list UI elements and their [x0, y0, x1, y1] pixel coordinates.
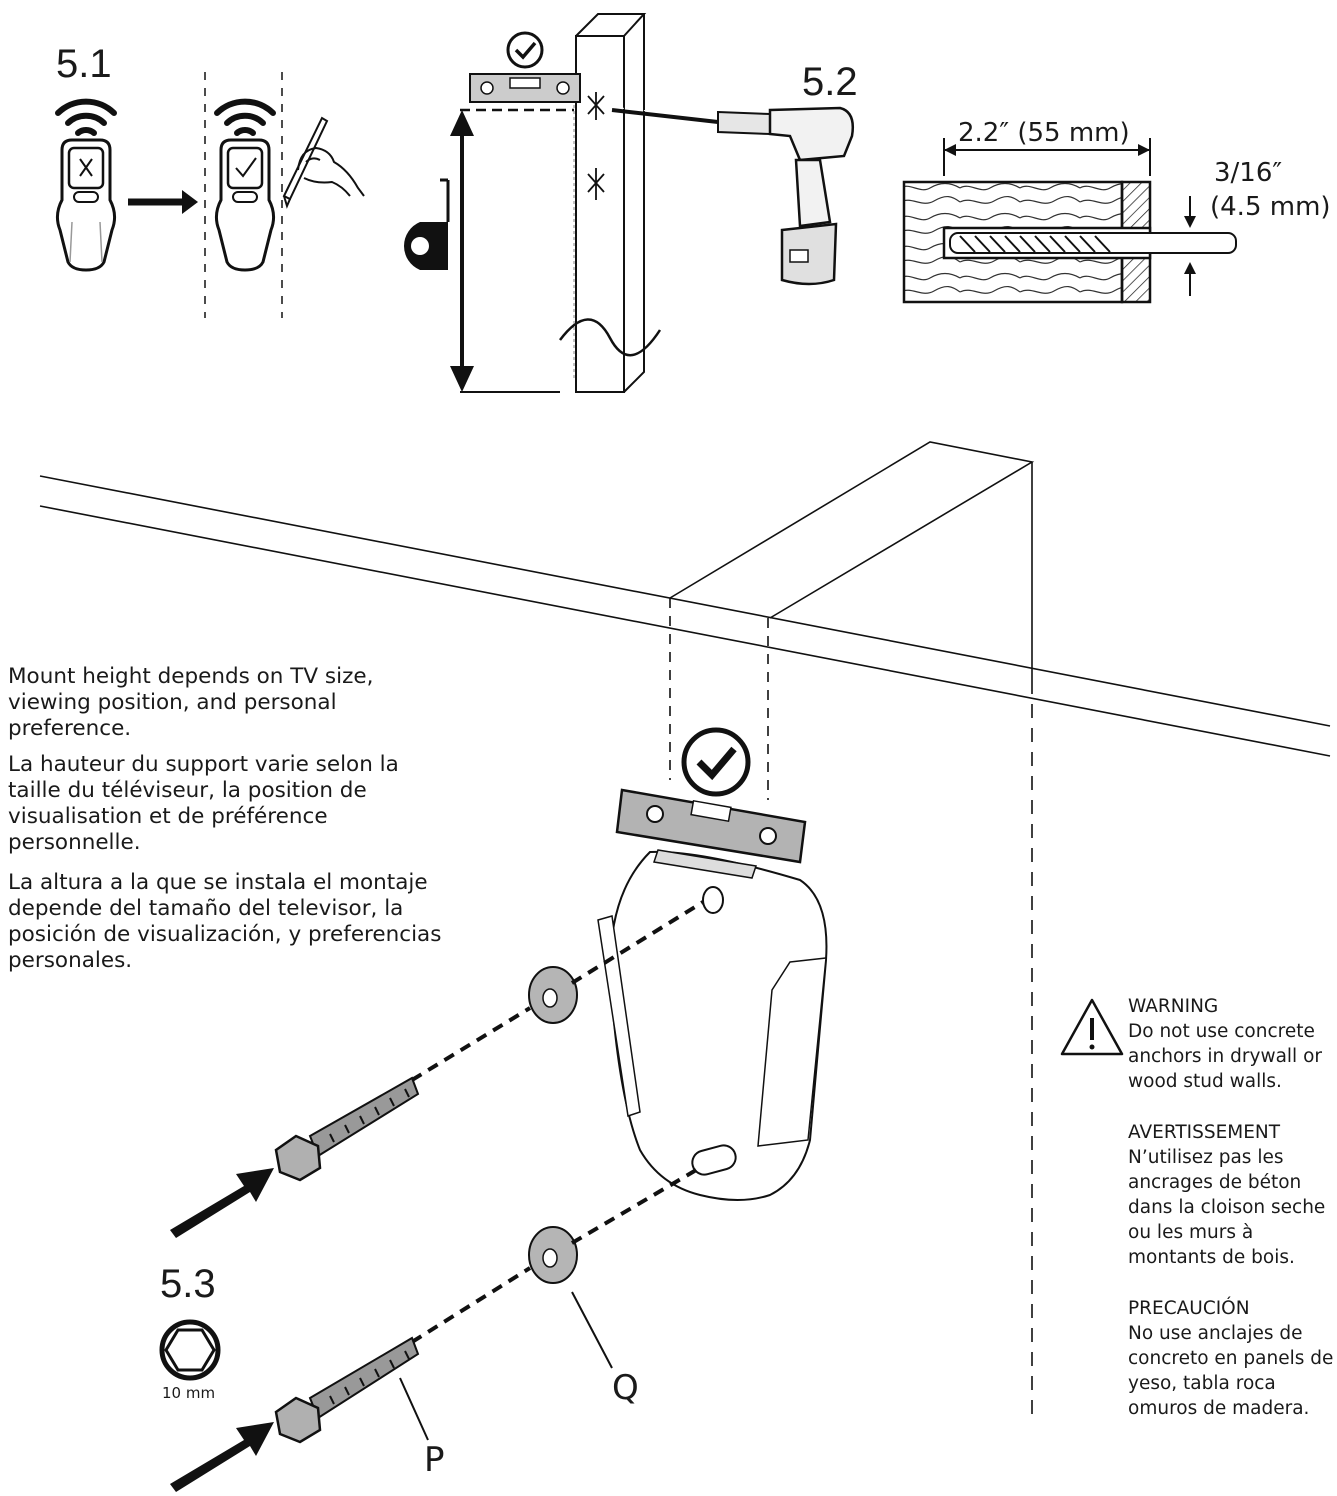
- warning-fr: AVERTISSEMENT N’utilisez pas les ancrage…: [1128, 1120, 1337, 1270]
- drill-icon: [611, 106, 854, 286]
- stud-finder-left: [55, 98, 117, 272]
- part-label-q: Q: [612, 1368, 639, 1408]
- arrow-right-icon: [128, 190, 198, 214]
- warning-triangle-icon: [1060, 998, 1124, 1056]
- checkmark-icon: [681, 727, 751, 797]
- drill-depth-label: 2.2″ (55 mm): [958, 118, 1130, 148]
- warning-es-title: PRECAUCIÓN: [1128, 1298, 1250, 1319]
- checkmark-icon: [506, 31, 544, 69]
- stud-post: [559, 13, 662, 393]
- leader-p: [399, 1377, 429, 1441]
- step-label-5-2: 5.2: [802, 60, 858, 104]
- warning-en-body: Do not use concrete anchors in drywall o…: [1128, 1021, 1322, 1092]
- leader-q: [571, 1291, 613, 1369]
- wall-plate-icon: [597, 849, 828, 1201]
- description-en: Mount height depends on TV size, viewing…: [8, 664, 374, 741]
- warning-es: PRECAUCIÓN No use anclajes de concreto e…: [1128, 1296, 1337, 1421]
- description-fr: La hauteur du support varie selon la tai…: [8, 752, 399, 855]
- step-label-5-1: 5.1: [56, 42, 112, 86]
- lag-bolt-icon: [274, 1076, 420, 1444]
- tape-measure-icon: [404, 178, 450, 270]
- warning-fr-title: AVERTISSEMENT: [1128, 1122, 1281, 1143]
- warning-es-body: No use anclajes de concreto en panels de…: [1128, 1323, 1334, 1419]
- wifi-icon: [55, 98, 117, 136]
- pencil-hand-icon: [282, 116, 365, 209]
- height-arrow: [450, 110, 474, 392]
- drill-depth-diagram: [902, 138, 1237, 304]
- drill-bit-icon: [949, 232, 1237, 254]
- part-label-p: P: [424, 1440, 445, 1480]
- step-label-5-3: 5.3: [160, 1262, 216, 1306]
- drill-diameter-fraction: 3/16″: [1214, 158, 1283, 188]
- bolt-path-lines: [410, 900, 705, 1344]
- warning-en-title: WARNING: [1128, 996, 1219, 1017]
- level-icon: [615, 788, 807, 864]
- drill-diameter-mm: (4.5 mm): [1210, 192, 1331, 222]
- washer-icon: [528, 966, 578, 1284]
- level-icon: [469, 73, 581, 103]
- wall-perspective: [39, 441, 1331, 1420]
- warning-en: WARNING Do not use concrete anchors in d…: [1128, 994, 1337, 1094]
- warning-fr-body: N’utilisez pas les ancrages de béton dan…: [1128, 1147, 1326, 1268]
- insert-arrows: [170, 1168, 274, 1492]
- description-es: La altura a la que se instala el montaje…: [8, 870, 442, 973]
- hex-socket-icon: [159, 1319, 221, 1381]
- stud-finder-right: [214, 98, 276, 272]
- socket-size-label: 10 mm: [162, 1384, 216, 1402]
